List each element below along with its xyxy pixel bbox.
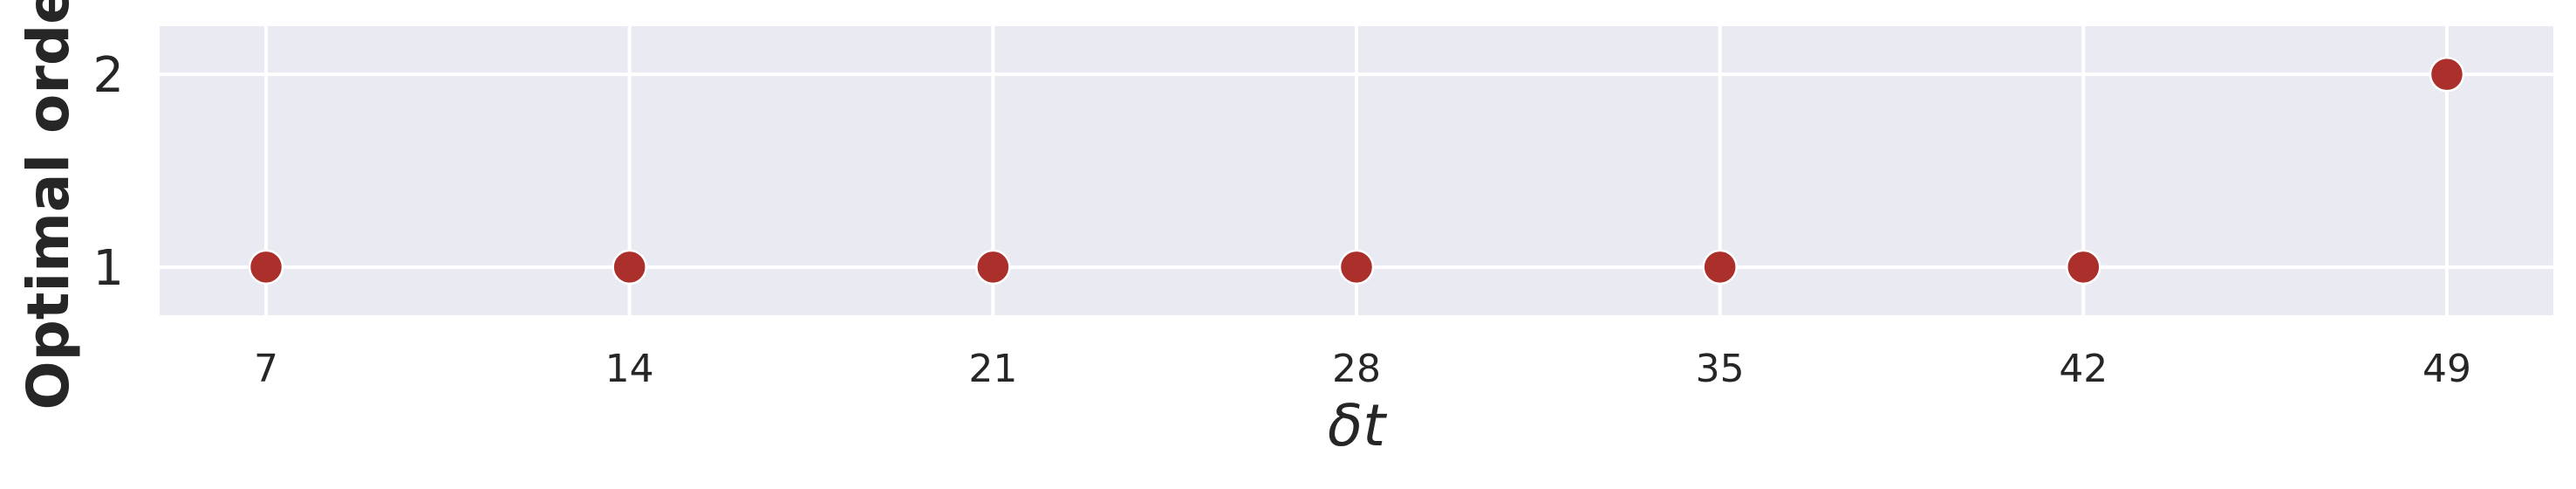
data-point: [248, 249, 284, 286]
y-tick-labels: 12: [92, 47, 124, 297]
x-tick-label: 35: [1696, 347, 1745, 391]
y-tick-label: 1: [92, 240, 124, 297]
data-point: [2066, 249, 2101, 286]
y-tick-label: 2: [92, 47, 124, 104]
x-tick-label: 21: [968, 347, 1017, 391]
x-axis-label: δt: [1328, 392, 1387, 459]
data-point: [1702, 249, 1738, 286]
data-point: [2429, 56, 2465, 93]
x-tick-labels: 7 14 21 28 35 42 49: [254, 347, 2471, 391]
data-points: [248, 56, 2465, 286]
x-tick-label: 42: [2059, 347, 2108, 391]
y-axis-label: Optimal order: [15, 0, 82, 410]
x-tick-label: 7: [254, 347, 278, 391]
data-point: [1338, 249, 1375, 286]
x-tick-label: 14: [605, 347, 654, 391]
x-tick-label: 49: [2422, 347, 2471, 391]
data-point: [612, 249, 647, 286]
x-tick-label: 28: [1332, 347, 1381, 391]
data-point: [975, 249, 1011, 286]
